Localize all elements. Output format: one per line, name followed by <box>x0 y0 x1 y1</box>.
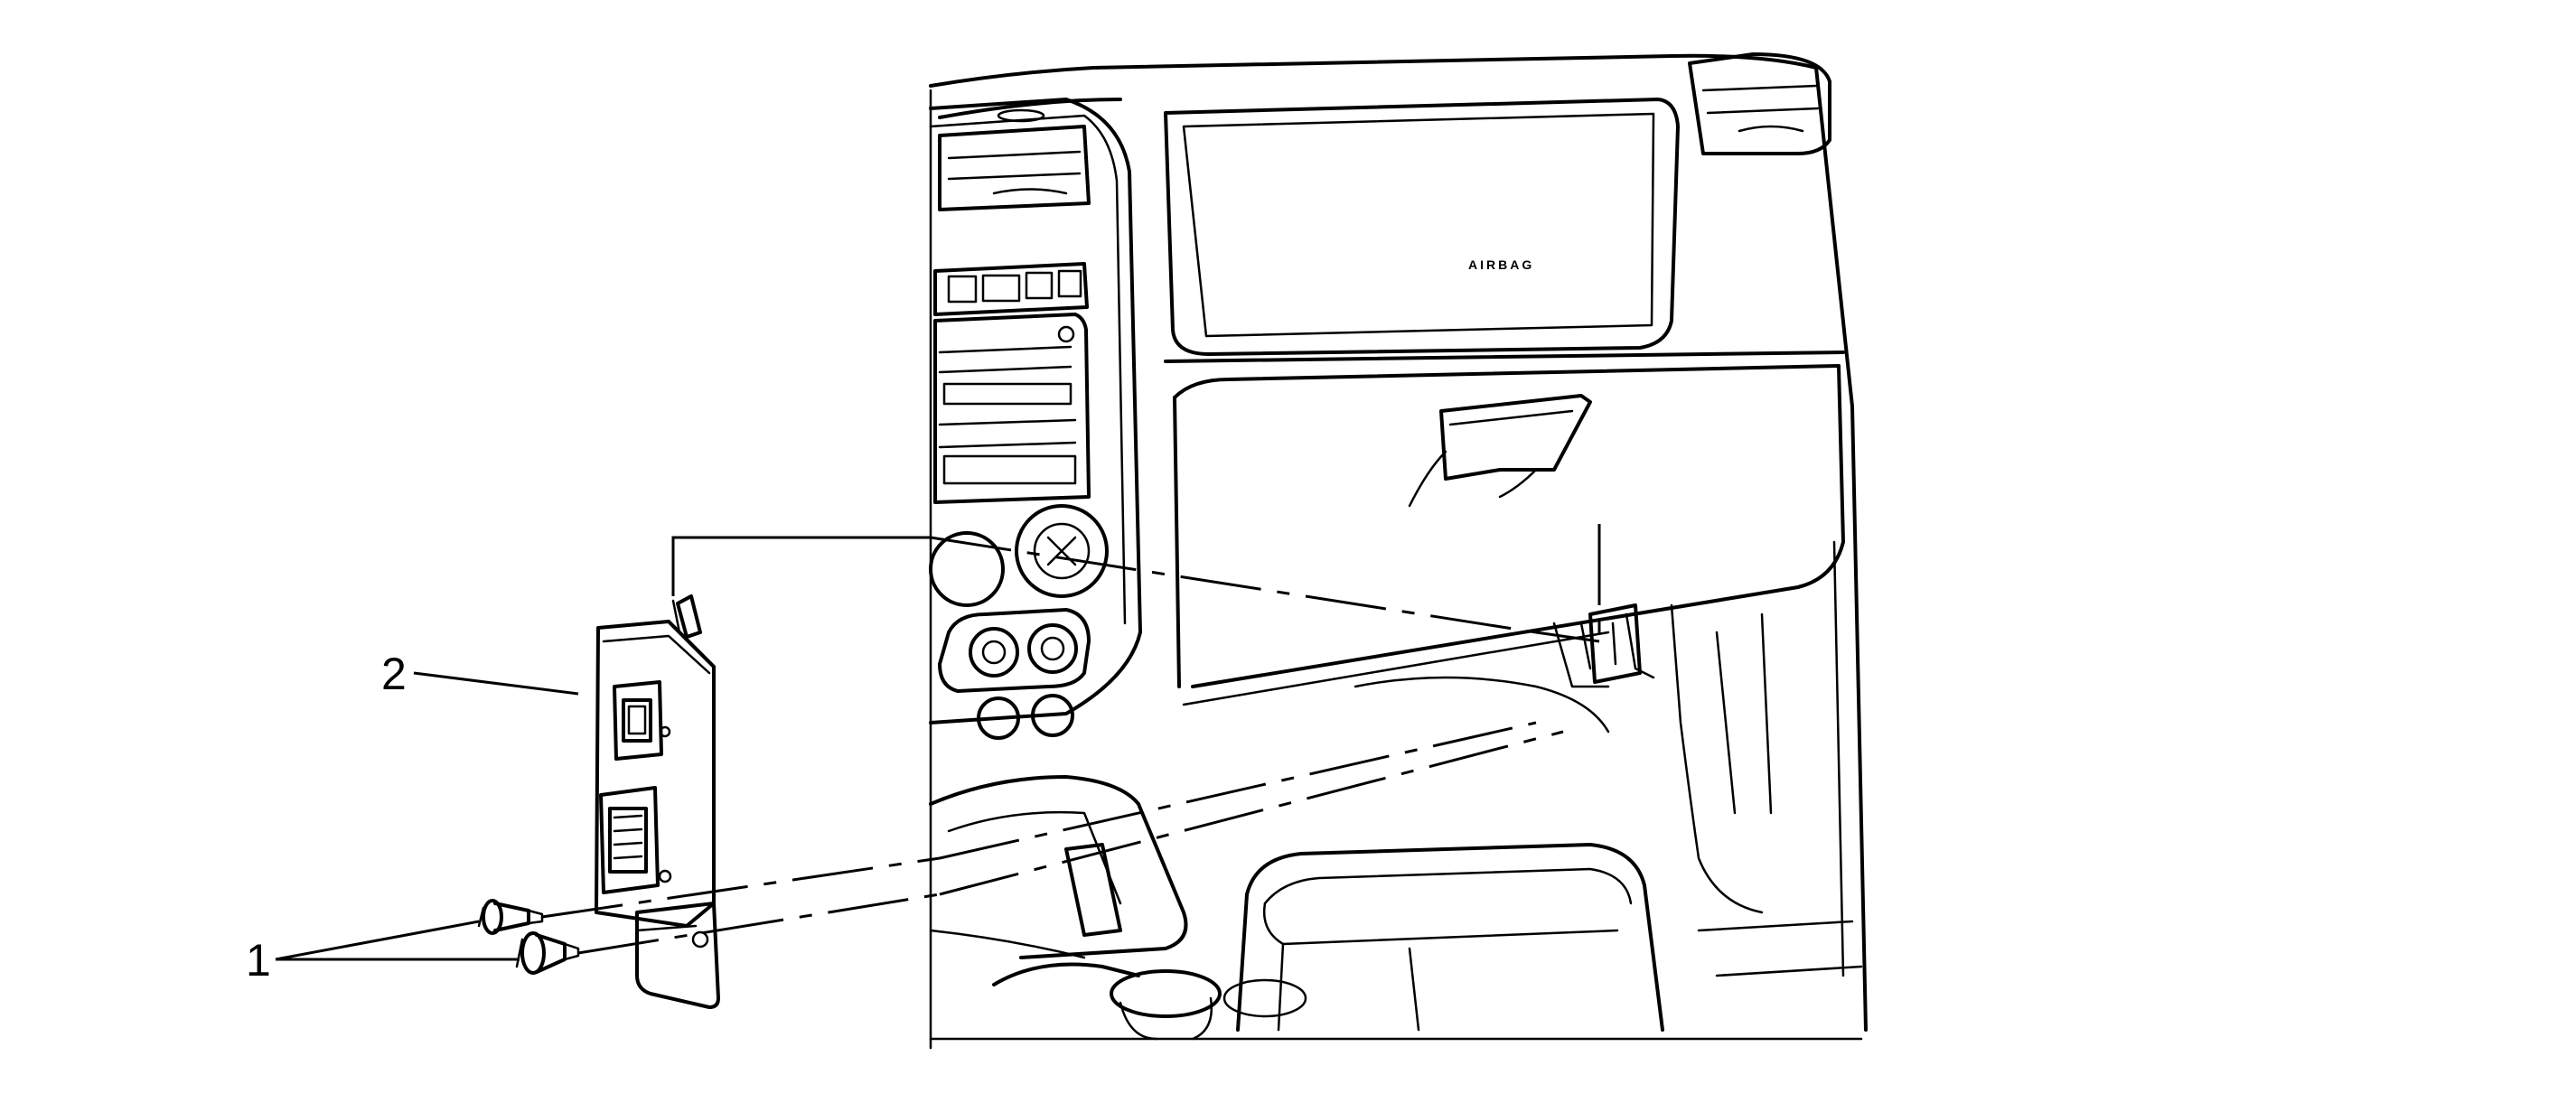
control-module <box>595 594 720 1009</box>
floor-console <box>929 775 1307 1041</box>
glove-box: AIRBAG <box>1164 98 1845 688</box>
airbag-label: AIRBAG <box>1468 257 1534 272</box>
center-vent <box>938 108 1091 211</box>
push-pin-lower <box>515 931 580 975</box>
leader-line-2 <box>413 671 579 696</box>
right-vent <box>1688 52 1868 1032</box>
dashboard-interior: AIRBAG <box>929 52 1868 1050</box>
callout-label-2: 2 <box>381 649 407 699</box>
callout-2: 2 <box>381 649 579 699</box>
hvac-controls <box>929 504 1109 740</box>
leader-line-1a <box>275 920 480 961</box>
button-row <box>933 262 1089 316</box>
push-pin-fasteners <box>477 899 580 975</box>
lower-dash-cavity <box>1182 603 1773 914</box>
armrest <box>1236 843 1664 1032</box>
center-stack <box>929 98 1142 740</box>
radio-unit <box>933 313 1091 504</box>
push-pin-upper <box>477 899 544 935</box>
callout-1: 1 <box>246 920 520 986</box>
alignment-lines <box>541 524 1601 955</box>
callout-label-1: 1 <box>246 935 271 986</box>
